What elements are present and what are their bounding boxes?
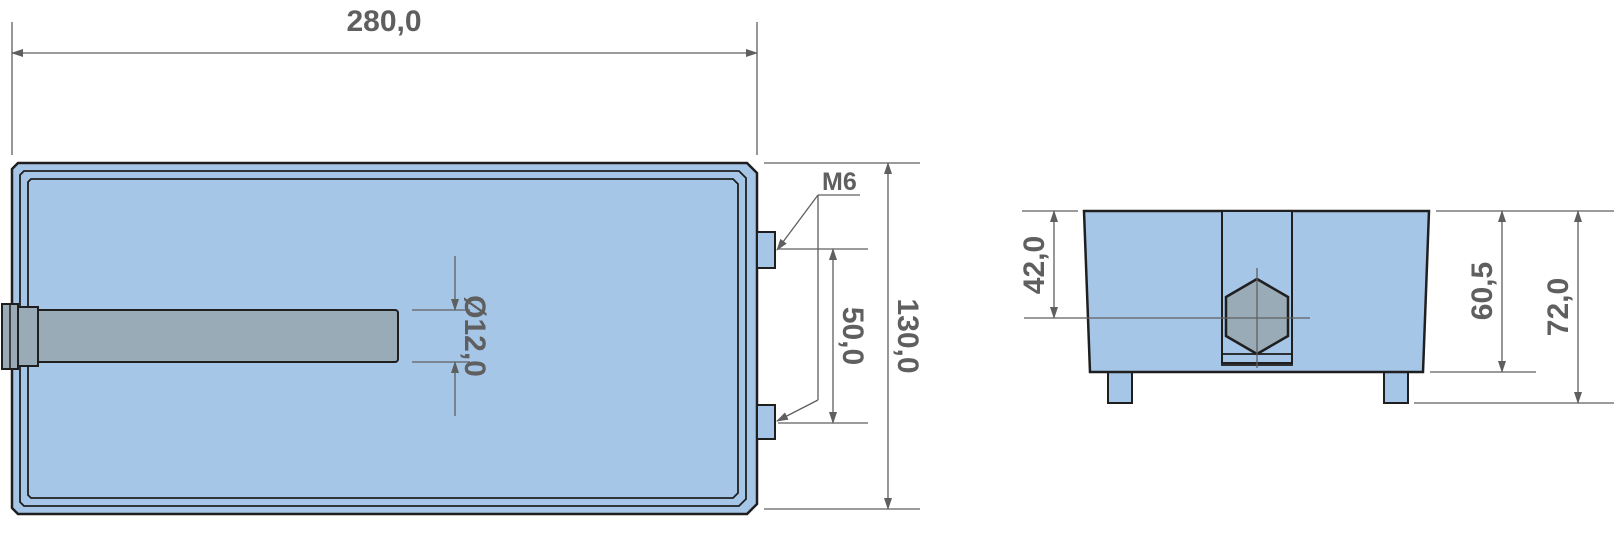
dimension-diameter-label: Ø12,0 — [458, 295, 491, 377]
dimension-body-height-label: 60,5 — [1466, 262, 1499, 320]
top-view-rim-inner — [27, 178, 739, 499]
shaft — [29, 309, 399, 363]
leader-lower — [776, 399, 819, 422]
foot-right — [1383, 371, 1409, 404]
thread-boss-upper — [756, 231, 776, 269]
thread-boss-lower — [756, 404, 776, 440]
top-view: 280,0 130,0 50,0 M6 Ø12,0 — [1, 5, 924, 516]
dimension-length-label: 280,0 — [346, 5, 421, 38]
dimension-total-height-label: 72,0 — [1542, 278, 1575, 336]
leader-upper — [776, 194, 819, 251]
side-view: 42,0 60,5 72,0 — [1018, 209, 1614, 404]
dimension-shaft-height-label: 42,0 — [1018, 236, 1051, 294]
dimension-spacing-label: 50,0 — [836, 307, 869, 365]
thread-label: M6 — [822, 168, 857, 196]
foot-left — [1107, 371, 1133, 404]
top-view-rim-outer — [19, 170, 747, 507]
shaft-nut-inner — [17, 306, 39, 367]
dimension-width-label: 130,0 — [891, 298, 924, 373]
